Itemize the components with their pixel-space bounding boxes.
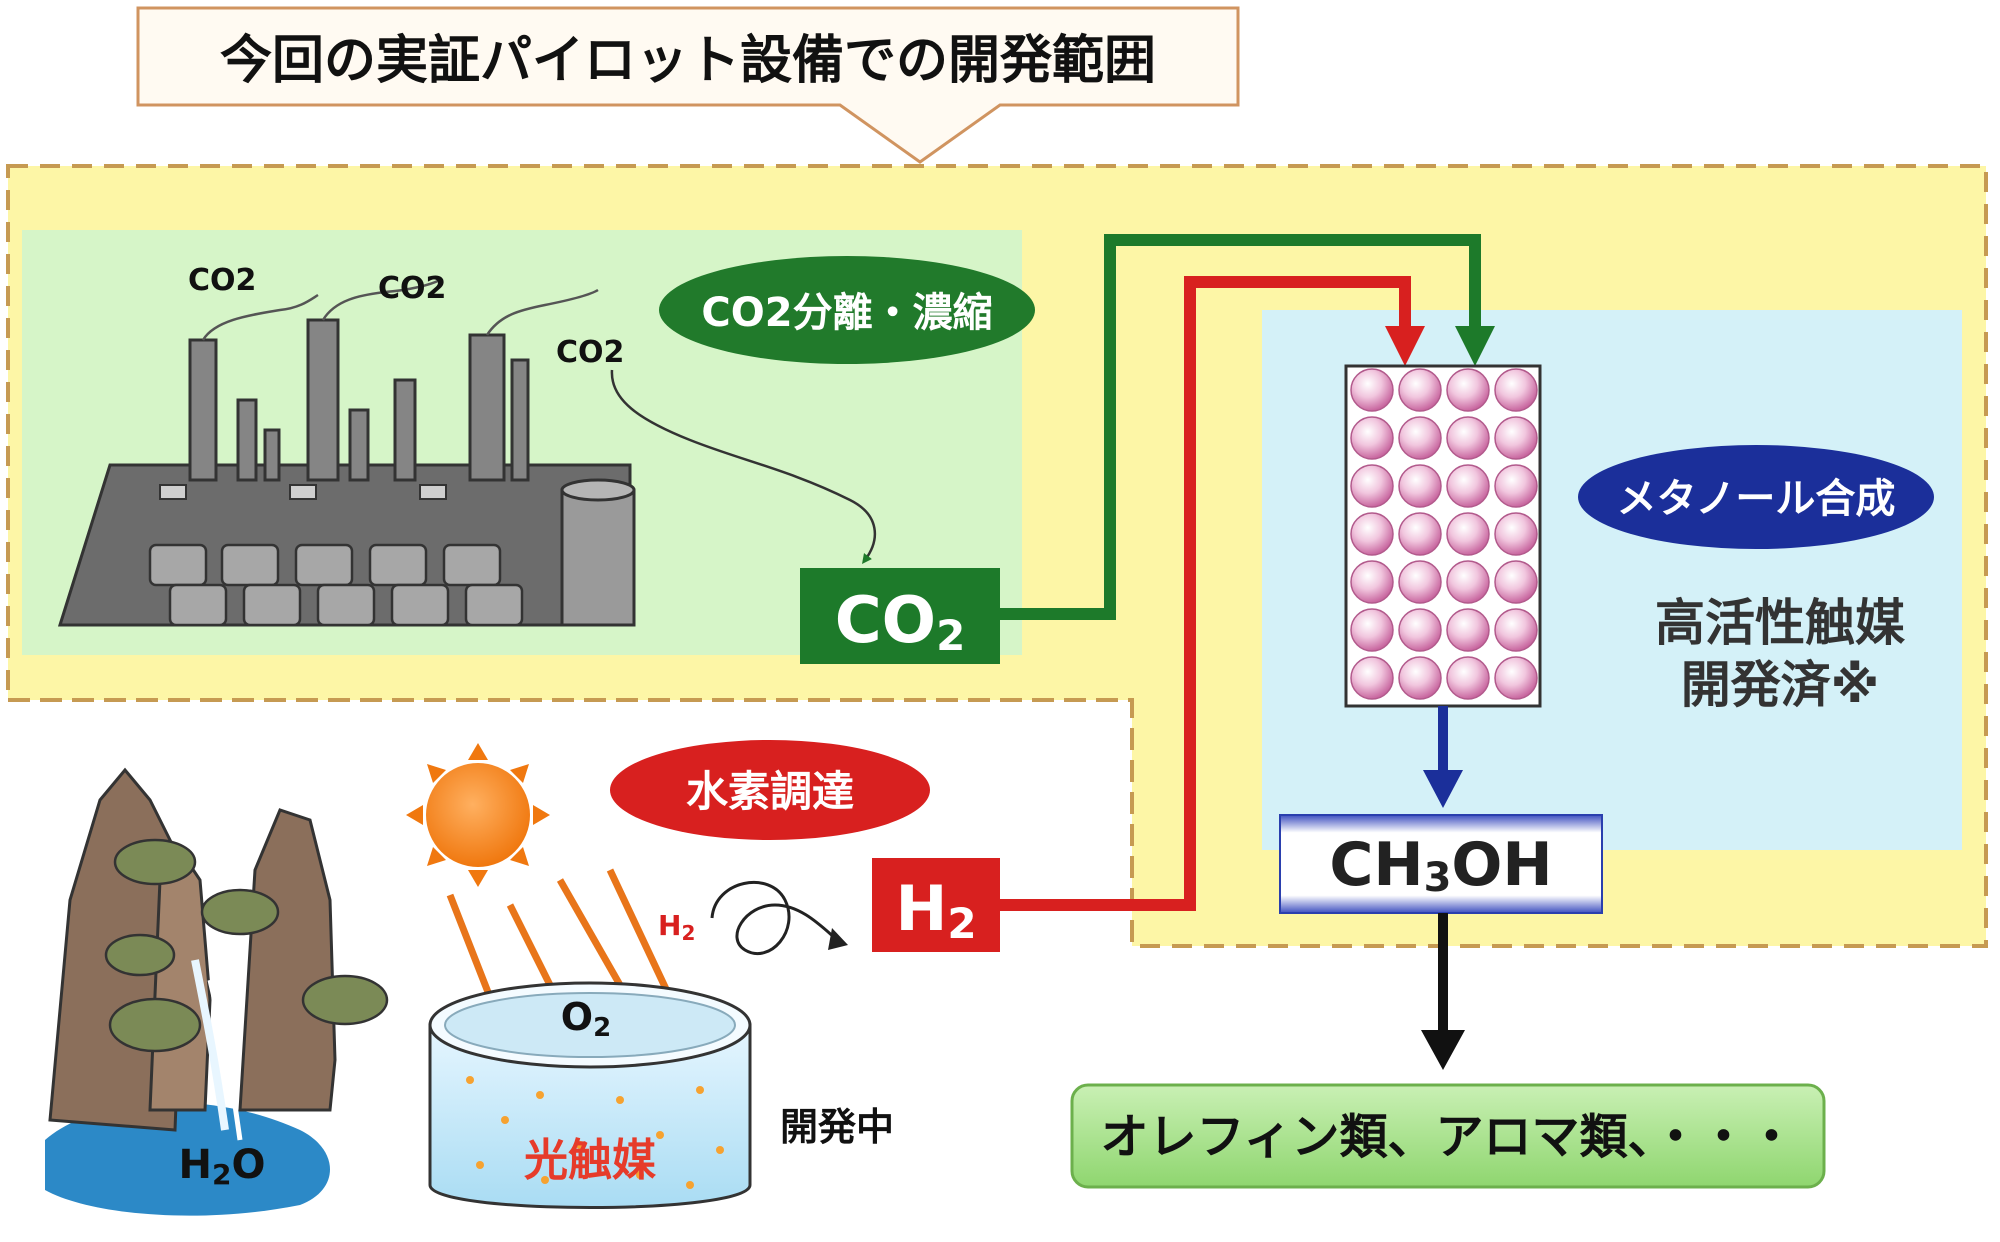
h2-feed-arrowhead xyxy=(1385,326,1425,366)
products-box: オレフィン類、アロマ類、・・・ xyxy=(1070,1083,1826,1189)
svg-text:CO2: CO2 xyxy=(835,584,966,660)
catalyst-note-line2: 開発済※ xyxy=(1681,656,1880,714)
co2-box: CO2 xyxy=(800,568,1000,664)
methanol-part2: 3 xyxy=(1424,855,1452,901)
methanol-synthesis-label: メタノール合成 xyxy=(1617,476,1896,522)
h2-feed-pipe xyxy=(1000,276,1411,911)
svg-text:H2: H2 xyxy=(895,872,976,948)
hydrogen-procurement-label: 水素調達 xyxy=(686,767,854,816)
scope-callout: 今回の実証パイロット設備での開発範囲 xyxy=(136,6,1240,164)
h2-bubble-curl: H2 xyxy=(658,880,848,956)
hydrogen-procurement-badge: 水素調達 xyxy=(610,740,930,840)
catalyst-note-line1: 高活性触媒 xyxy=(1655,594,1906,652)
co2-box-main: CO xyxy=(835,584,936,658)
h2-box-main: H xyxy=(895,872,947,945)
factory-illustration: CO2 CO2 CO2 xyxy=(57,263,877,627)
svg-text:CH3OH: CH3OH xyxy=(1329,830,1552,901)
co2-separation-label: CO2分離・濃縮 xyxy=(701,290,992,336)
photocatalyst-status: 開発中 xyxy=(780,1105,894,1149)
h2-box: H2 xyxy=(872,858,1000,952)
photocatalyst-vessel: 光触媒 O2 xyxy=(428,981,752,1209)
scope-callout-text: 今回の実証パイロット設備での開発範囲 xyxy=(220,31,1156,91)
methanol-part1: CH xyxy=(1329,830,1423,900)
co2-separation-badge: CO2分離・濃縮 xyxy=(659,256,1035,364)
factory-co2-label-1: CO2 xyxy=(188,263,256,298)
methanol-product-bar: CH3OH xyxy=(1279,814,1603,914)
svg-text:H2: H2 xyxy=(658,909,695,945)
co2-feed-arrowhead xyxy=(1455,326,1495,366)
cliffs-waterfall-illustration: H2O xyxy=(45,767,389,1216)
co2-flow-line xyxy=(610,369,877,565)
photocatalyst-label: 光触媒 xyxy=(524,1135,657,1186)
factory-co2-label-3: CO2 xyxy=(556,335,624,370)
factory-co2-label-2: CO2 xyxy=(378,271,446,306)
methanol-synthesis-badge: メタノール合成 xyxy=(1578,445,1934,549)
hydrogen-zone-border xyxy=(8,698,1134,946)
products-label: オレフィン類、アロマ類、・・・ xyxy=(1100,1109,1795,1165)
catalyst-reactor xyxy=(1344,364,1542,708)
co2-box-sub: 2 xyxy=(936,611,965,660)
h2-box-sub: 2 xyxy=(947,899,976,948)
sun-icon xyxy=(406,743,550,887)
methanol-part3: OH xyxy=(1451,830,1552,900)
co2-feed-pipe xyxy=(1000,234,1481,620)
